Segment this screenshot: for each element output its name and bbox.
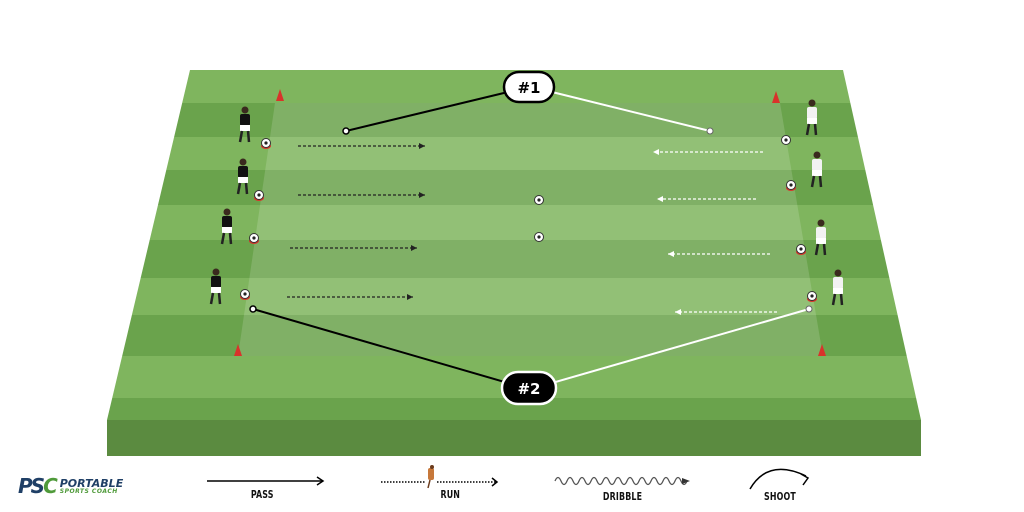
cone-icon — [818, 344, 826, 356]
inner-playing-area — [238, 103, 823, 356]
field-stripe — [166, 137, 866, 170]
legend-pass-label: Pass — [250, 488, 274, 501]
field-base — [107, 420, 921, 456]
arrow-head — [407, 294, 413, 300]
cone-icon — [276, 89, 284, 101]
callout-2-label: #2 — [517, 380, 540, 398]
brand-logo: PSC PORTABLE SPORTS COACH — [18, 474, 123, 498]
legend-shoot-label: Shoot — [763, 490, 796, 503]
legend-run-label: Run — [440, 488, 461, 501]
callout-1: #1 — [342, 70, 714, 135]
balls — [240, 135, 817, 302]
player-icon — [209, 268, 222, 305]
run-arrows — [287, 143, 777, 315]
players — [209, 99, 844, 306]
logo-mark: PSC — [18, 474, 58, 498]
player-icon — [220, 208, 233, 245]
field-stripe — [140, 240, 890, 278]
shoot-arrow-icon — [749, 468, 810, 490]
player-icon — [238, 106, 251, 143]
player-icon — [814, 219, 827, 256]
arrow-head — [419, 143, 425, 149]
run-arrow-icon — [381, 465, 499, 489]
pass-arrow-icon — [207, 476, 325, 486]
arrow-head — [419, 192, 425, 198]
brand-name: PORTABLE — [59, 476, 124, 490]
arrow-head — [668, 251, 674, 257]
field-stripe — [157, 170, 874, 205]
arrow-head — [411, 245, 417, 251]
player-icon — [810, 151, 823, 188]
arrow-head — [675, 309, 681, 315]
cone-icon — [234, 344, 242, 356]
arrow-head — [657, 196, 663, 202]
legend-dribble-label: Dribble — [602, 490, 643, 503]
field-stripe — [122, 315, 907, 356]
field-stripe — [131, 278, 898, 315]
player-icon — [236, 158, 249, 195]
arrow-head — [653, 149, 659, 155]
field-stripe — [107, 398, 921, 420]
cone-icon — [772, 91, 780, 103]
player-icon — [805, 99, 818, 136]
brand-tagline: SPORTS COACH — [59, 487, 118, 495]
callout-1-label: #1 — [517, 79, 540, 97]
player-icon — [831, 269, 844, 306]
field-stripe — [149, 205, 881, 240]
dribble-arrow-icon — [554, 476, 690, 486]
cones — [234, 89, 826, 356]
callout-2: #2 — [249, 305, 813, 406]
